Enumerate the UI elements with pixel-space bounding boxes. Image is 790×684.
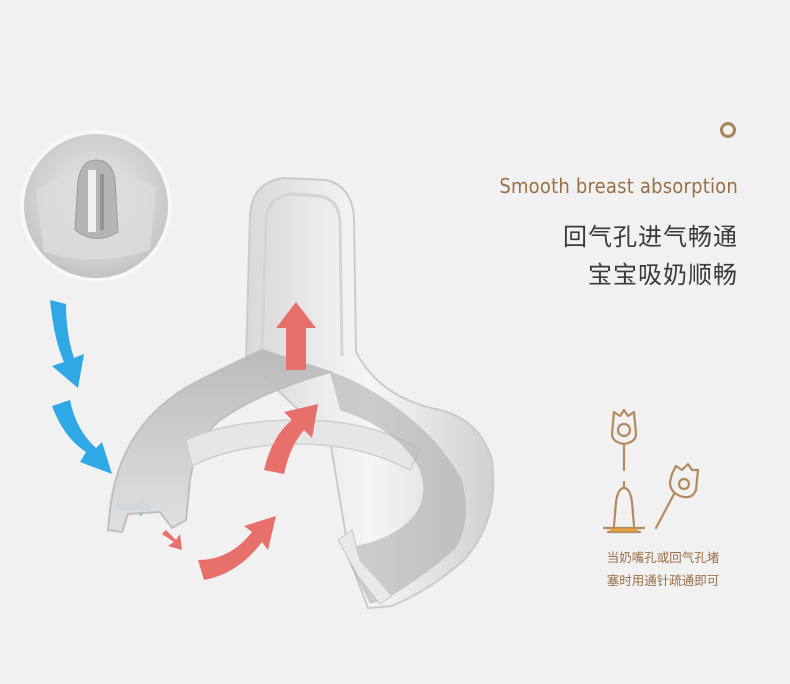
feature-line-2: 宝宝吸奶顺畅 [588, 261, 738, 289]
circle-dot-icon [720, 122, 736, 138]
cleaning-tip: 当奶嘴孔或回气孔堵 塞时用通针疏通即可 [572, 546, 754, 592]
feature-description: 回气孔进气畅通 宝宝吸奶顺畅 [563, 218, 738, 294]
tip-line-2: 塞时用通针疏通即可 [606, 573, 720, 588]
milk-flow-arrows [162, 302, 318, 580]
tip-line-1: 当奶嘴孔或回气孔堵 [606, 550, 720, 565]
nipple-cross-section [106, 176, 495, 610]
vent-detail-zoom [20, 130, 172, 282]
feature-line-1: 回气孔进气畅通 [563, 223, 738, 251]
nipple-cleaning-needle-icon [602, 408, 700, 534]
feature-title-en: Smooth breast absorption [499, 174, 738, 198]
